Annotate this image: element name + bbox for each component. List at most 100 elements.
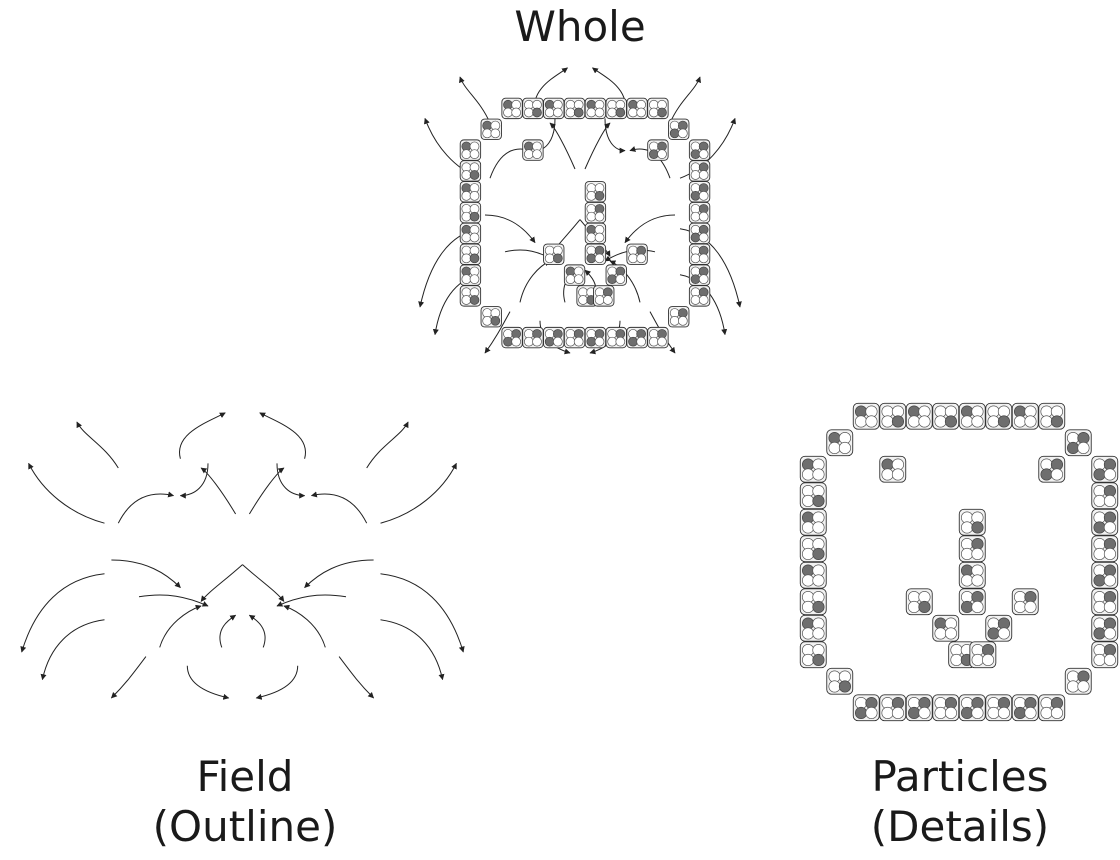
light-dot [802,548,813,559]
particle-cell [933,615,959,641]
particle-cell [564,327,584,347]
particle-cell [460,182,480,202]
particle-cell [1092,509,1118,535]
particle-cell [460,286,480,306]
particle-cell [689,182,709,202]
dark-dot [855,707,866,718]
field-line-arrow [180,463,208,495]
light-dot [483,316,492,325]
particle-cell [1092,562,1118,588]
light-dot [699,275,708,284]
particle-cell [906,589,932,615]
field-line-arrow [485,215,535,243]
dark-dot [1094,575,1105,586]
particle-cell [800,642,826,668]
dark-dot [998,416,1009,427]
particle-cell [800,483,826,509]
light-dot [972,654,983,665]
particle-cell [523,327,543,347]
particle-cell [689,286,709,306]
light-dot [1078,442,1089,453]
light-dot [1078,681,1089,692]
particle-cell [1092,483,1118,509]
light-dot [595,254,604,263]
particle-cell [986,615,1012,641]
particle-cell [933,695,959,721]
field-line-arrow [284,606,325,647]
particle-cell [1092,642,1118,668]
particle-cell [669,119,689,139]
light-dot [691,212,700,221]
dark-dot [1067,442,1078,453]
light-dot [961,548,972,559]
field-line-arrow [77,422,118,468]
light-dot [566,275,575,284]
light-dot [961,416,972,427]
light-dot [553,337,562,346]
particle-cell [959,589,985,615]
light-dot [608,337,617,346]
field-line-arrow [243,565,284,602]
light-dot [972,548,983,559]
particle-cell [460,161,480,181]
dark-dot [813,495,824,506]
light-dot [1104,469,1115,480]
dark-dot [629,337,638,346]
light-dot [658,337,667,346]
field-line-arrow [22,574,105,652]
particle-cell [800,615,826,641]
field-line-arrow [260,413,306,459]
field-line-arrow [305,560,374,588]
field-line-arrow [381,620,443,680]
light-dot [1051,469,1062,480]
particle-cell [606,98,626,118]
field-line-arrow [180,413,226,459]
dark-dot [587,337,596,346]
particle-cell [544,244,564,264]
dark-dot [533,108,542,117]
light-dot [462,212,471,221]
light-dot [1041,416,1052,427]
particle-cell [1012,695,1038,721]
particle-cell [800,536,826,562]
light-dot [972,707,983,718]
particle-cell [1065,430,1091,456]
whole-panel [420,68,740,353]
light-dot [1051,707,1062,718]
light-dot [802,654,813,665]
field-line-arrow [118,494,173,523]
dark-dot [616,108,625,117]
particle-cell [880,403,906,429]
particle-cell [1092,589,1118,615]
light-dot [802,628,813,639]
light-dot [470,233,479,242]
particle-cell [460,265,480,285]
light-dot [658,150,667,159]
dark-dot [491,316,500,325]
particle-cell [906,695,932,721]
light-dot [1104,628,1115,639]
light-dot [670,316,679,325]
light-dot [574,275,583,284]
dark-dot [972,522,983,533]
dark-dot [470,296,479,305]
light-dot [813,575,824,586]
light-dot [972,416,983,427]
particle-cell [606,327,626,347]
field-line-arrow [220,615,236,647]
dark-dot [945,416,956,427]
light-dot [566,108,575,117]
light-dot [1104,575,1115,586]
light-dot [855,416,866,427]
light-dot [1104,495,1115,506]
particle-cell [689,202,709,222]
light-dot [1094,548,1105,559]
light-dot [462,296,471,305]
particle-cell [606,265,626,285]
dark-dot [1051,416,1062,427]
field-line-arrow [625,215,675,243]
field-line-arrow [29,463,105,523]
light-dot [892,469,903,480]
dark-dot [691,275,700,284]
particle-cell [585,98,605,118]
